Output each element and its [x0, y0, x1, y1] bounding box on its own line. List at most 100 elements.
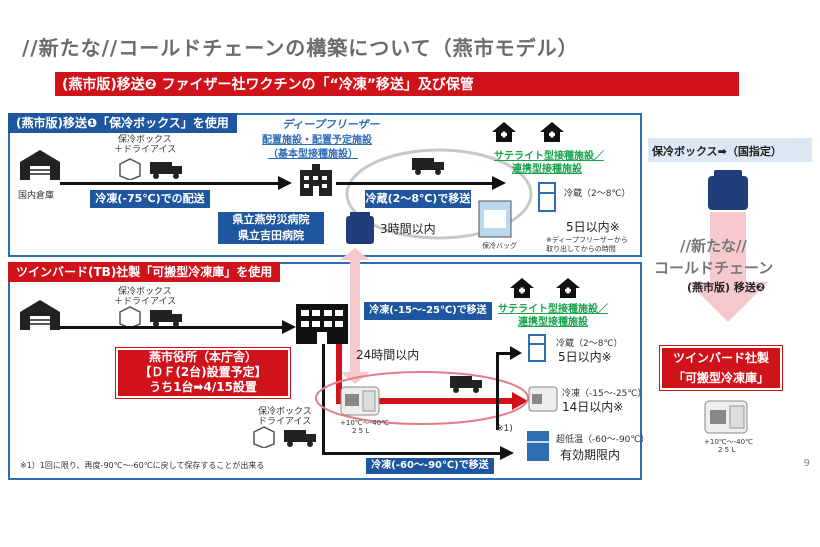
warehouse-icon-2: [20, 300, 60, 330]
branch-vertical: [322, 344, 325, 454]
arrowhead-3: [282, 320, 296, 334]
city-hall-line1: 燕市役所（本庁舎）: [148, 350, 257, 364]
truck-icon-1: [412, 158, 444, 175]
house-icon-2: [540, 122, 564, 142]
hours-limit-label: 24時間以内: [356, 348, 420, 362]
city-hall-box: 燕市役所（本庁舎） 【ＤＦ(2台)設置予定】 うち1台➡4/15設置: [116, 348, 290, 398]
hospital-1: 県立燕労災病院: [232, 213, 310, 226]
deep-freezer-line3: （基本型接種施設）: [268, 149, 358, 160]
ultra-arrowhead: [500, 446, 514, 460]
ultra-limit: 有効期限内: [560, 448, 621, 462]
arrow-line-3: [60, 326, 284, 329]
box-truck-icon-3: [253, 426, 316, 448]
section2-panel: [8, 262, 642, 480]
transport-ultra-label: 冷凍(-60～-90℃)で移送: [366, 458, 494, 474]
freezer-days: 14日以内※: [562, 400, 624, 414]
deep-freezer-line2: 配置施設・配置予定施設: [262, 135, 372, 146]
fridge-label-1: 冷蔵（2～8℃）: [564, 189, 631, 199]
fridge-label-2: 冷蔵（2～8℃）: [556, 339, 623, 349]
side-tb-capacity: 2 5 L: [718, 446, 736, 454]
box-truck-icon: [119, 158, 182, 180]
red-arrow-vertical: [336, 344, 342, 402]
tb-temp-2: +10℃～-40℃: [340, 419, 389, 427]
national-cooler-icon: [708, 170, 748, 210]
section2-header: ツインバード(TB)社製「可搬型冷凍庫」を使用: [8, 262, 281, 282]
side-tb-temp: +10℃～-40℃: [704, 438, 753, 446]
section2-footnote: ※1）1回に限り、再度-90℃～-60℃に戻して保存することが出来る: [20, 461, 265, 470]
fridge-arrowhead: [510, 346, 522, 360]
warehouse-icon: [20, 150, 60, 180]
box2b-label-1: 保冷ボックス: [258, 407, 312, 417]
house-icon-1: [492, 122, 516, 142]
side-new-line1: //新たな//: [680, 237, 747, 255]
side-new-line2: コールドチェーン: [654, 259, 774, 277]
tb-freezer-icon: [528, 386, 558, 412]
city-hall-line2: 【ＤＦ(2台)設置予定】: [139, 365, 267, 379]
transport-frozen-label: 冷凍(-15～-25℃)で移送: [364, 302, 492, 320]
cooler-bag-label: 保冷バッグ: [482, 242, 517, 250]
satellite-label-1b: 連携型接種施設: [512, 164, 582, 175]
arrowhead-1: [278, 176, 292, 190]
side-tb-line1: ツインバード社製: [672, 351, 769, 365]
branch-right-vertical: [496, 352, 499, 430]
box-label-2: ＋ドライアイス: [114, 145, 177, 155]
ultra-label: 超低温（-60～-90℃）: [556, 435, 650, 445]
truck-icon-2: [450, 376, 482, 393]
house-icon-3: [510, 278, 534, 298]
pink-connector: [340, 248, 370, 384]
side-new-line3: (燕市版) 移送❷: [687, 281, 766, 294]
box-truck-icon-2: [119, 306, 182, 328]
red-ellipse: [315, 371, 529, 425]
ultra-freezer-icon: [527, 431, 549, 461]
side-freezer-icon: [704, 400, 748, 434]
fridge-icon-1: [538, 182, 556, 212]
arrow-line-2: [336, 182, 494, 185]
red-arrow-horizontal: [336, 398, 516, 404]
ultra-arrow-line: [322, 452, 502, 455]
tb-freezer-icon-2: [340, 386, 380, 416]
transport2-label: 冷蔵(2～8℃)で移送: [365, 190, 471, 208]
side-box-header-text: 保冷ボックス➡（国指定）: [652, 145, 782, 158]
cooler-bag-icon: [478, 200, 512, 238]
side-tb-box: ツインバード社製 「可搬型冷凍庫」: [660, 346, 782, 390]
page-number: 9: [803, 458, 810, 469]
page-subtitle: (燕市版)移送❷ ファイザー社ワクチンの「“冷凍”移送」及び保管: [62, 77, 474, 93]
note-ref: ※1): [496, 424, 513, 434]
footnote-1b: 取り出してからの時間: [546, 245, 616, 253]
cooler-box-icon: [346, 212, 374, 244]
fridge-days-2: 5日以内※: [558, 350, 612, 364]
arrow-line-1: [60, 182, 280, 185]
side-tb-line2: 「可搬型冷凍庫」: [672, 371, 769, 385]
hospital-icon: [300, 164, 332, 196]
satellite-label-2a: サテライト型接種施設／: [498, 304, 608, 315]
grey-ellipse-1: [345, 148, 533, 240]
section1-panel: [8, 113, 642, 257]
satellite-label-1a: サテライト型接種施設／: [494, 151, 604, 162]
side-box-header: [648, 138, 812, 162]
branch-to-fridge: [496, 352, 512, 355]
red-arrowhead: [512, 392, 528, 410]
deep-freezer-title: ディープフリーザー: [282, 118, 380, 131]
house-icon-4: [556, 278, 580, 298]
hospitals-box: 県立燕労災病院 県立吉田病院: [218, 212, 324, 244]
footnote-1a: ※ディープフリーザーから: [546, 236, 628, 244]
time-limit-label: 3時間以内: [380, 222, 436, 236]
city-hall-icon: [296, 304, 348, 344]
satellite-label-2b: 連携型接種施設: [518, 317, 588, 328]
arrowhead-2: [492, 176, 506, 190]
city-hall-line3: うち1台➡4/15設置: [149, 380, 257, 394]
fridge-icon-2: [528, 334, 546, 362]
box2b-label-2: ドライアイス: [258, 417, 312, 427]
hospital-2: 県立吉田病院: [238, 229, 304, 242]
page-title: //新たな//コールドチェーンの構築について（燕市モデル）: [22, 36, 579, 60]
down-arrow: [688, 212, 768, 322]
box-label-1: 保冷ボックス: [118, 135, 172, 145]
days-limit-1: 5日以内※: [566, 220, 620, 234]
tb-capacity-2: 2 5 L: [352, 427, 370, 435]
freezer-label: 冷凍（-15～-25℃）: [562, 389, 647, 399]
transport1-label: 冷凍(-75℃)での配送: [90, 190, 210, 208]
subtitle-bar: [55, 72, 739, 96]
box2-label-2: ＋ドライアイス: [114, 297, 177, 307]
section1-header: (燕市版)移送❶「保冷ボックス」を使用: [8, 113, 237, 133]
warehouse-label: 国内倉庫: [18, 191, 55, 201]
